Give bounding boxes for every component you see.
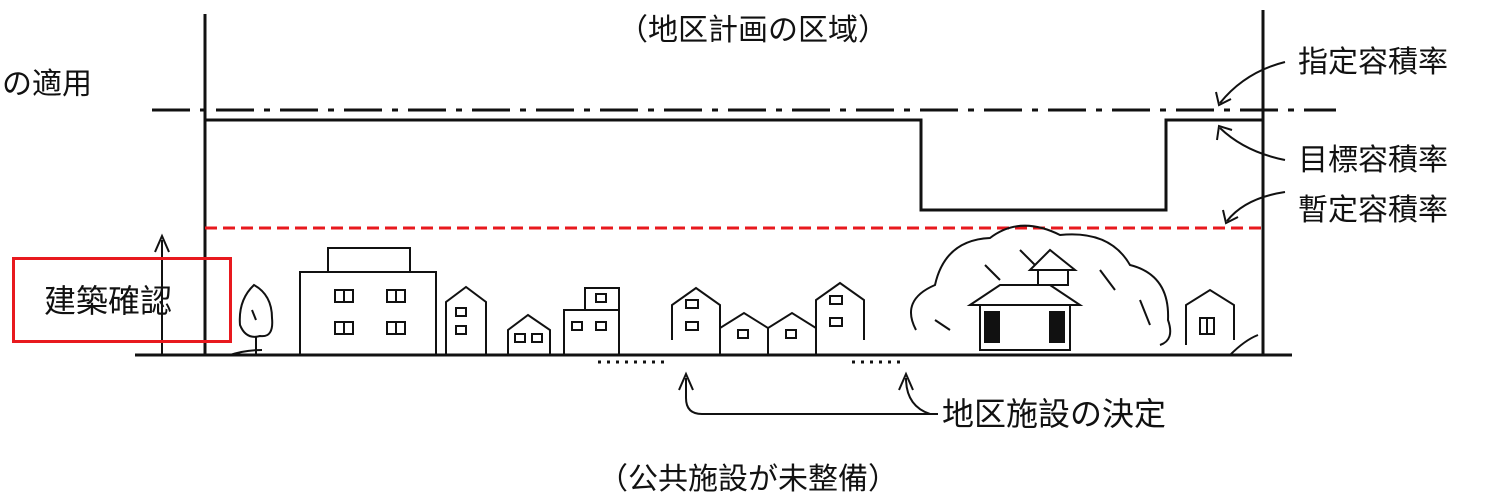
designated-ratio-arrowhead	[1215, 91, 1232, 107]
tree-icon	[238, 283, 274, 355]
public-facilities-label: （公共施設が未整備）	[598, 462, 898, 497]
target-ratio-arrowhead	[1216, 124, 1233, 141]
area-title: （地区計画の区域）	[618, 13, 888, 48]
building-confirmation-label: 建築確認	[44, 282, 173, 320]
shop-house-icon	[563, 287, 620, 356]
provisional-ratio-label: 暫定容積率	[1298, 193, 1448, 228]
temple-icon	[966, 248, 1084, 351]
target-ratio-label: 目標容積率	[1298, 143, 1448, 178]
ground-bump-right	[1229, 334, 1259, 356]
target-ratio-line	[205, 118, 1263, 212]
designated-ratio-arrow	[1219, 61, 1286, 104]
forest-icon	[910, 224, 1172, 346]
building-icon	[671, 281, 865, 355]
building-confirmation-callout	[12, 257, 232, 343]
target-ratio-arrow	[1219, 127, 1286, 161]
ground-bump-left	[229, 349, 263, 356]
facility-bracket-head-right	[898, 371, 914, 391]
facility-bracket	[685, 378, 938, 415]
small-house-right-icon	[1185, 288, 1235, 345]
partial-top-left-text: の適用	[2, 67, 92, 102]
confirmation-arrow-head	[154, 233, 170, 253]
facility-bracket-head-left	[678, 371, 694, 391]
facility-bracket-right	[905, 377, 931, 415]
provisional-ratio-arrow	[1226, 191, 1286, 222]
provisional-ratio-arrowhead	[1222, 209, 1239, 225]
designated-ratio-label: 指定容積率	[1298, 45, 1448, 80]
apartment-icon	[299, 247, 437, 356]
house-icon	[445, 285, 551, 355]
facility-decision-label: 地区施設の決定	[942, 395, 1167, 433]
